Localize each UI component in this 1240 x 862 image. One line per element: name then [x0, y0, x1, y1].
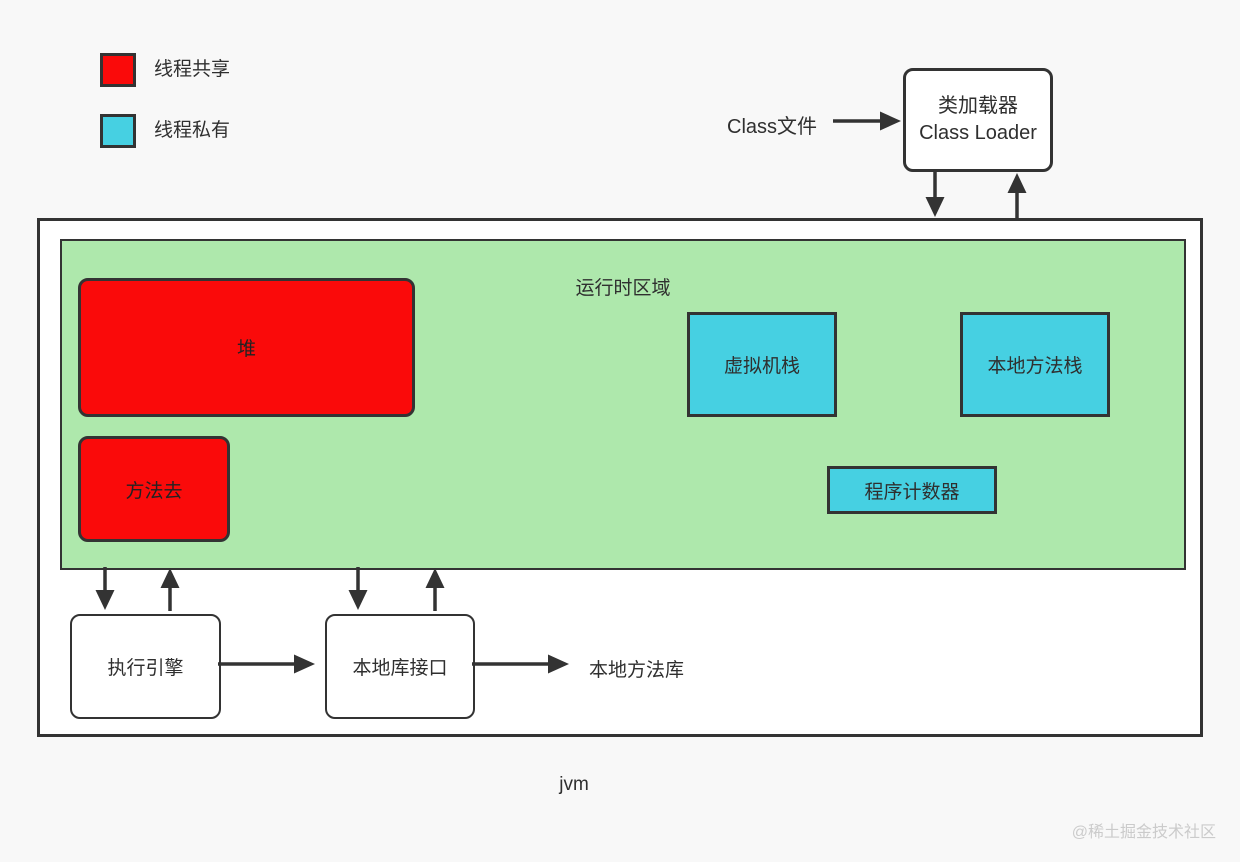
heap-box: 堆: [78, 278, 415, 417]
jvm-outer-box: 运行时区域 堆 方法去 虚拟机栈 本地方法栈 程序计数器 执行引擎 本地库接口: [37, 218, 1203, 737]
jvm-caption: jvm: [559, 774, 589, 795]
execution-engine-box: 执行引擎: [70, 614, 221, 719]
program-counter-box: 程序计数器: [827, 466, 997, 514]
native-library-interface-box: 本地库接口: [325, 614, 475, 719]
program-counter-label: 程序计数器: [864, 481, 960, 503]
class-file-label: Class文件: [727, 116, 818, 138]
legend-swatch-thread-shared: [100, 53, 136, 87]
class-loader-title-en: Class Loader: [919, 122, 1037, 144]
native-library-interface-label: 本地库接口: [352, 658, 448, 679]
runtime-area-title: 运行时区域: [575, 278, 671, 299]
execution-engine-label: 执行引擎: [107, 658, 184, 679]
vm-stack-box: 虚拟机栈: [687, 312, 837, 417]
watermark: @稀土掘金技术社区: [1071, 824, 1216, 841]
class-loader-box: 类加载器 Class Loader: [903, 68, 1053, 172]
method-area-box: 方法去: [78, 436, 230, 542]
heap-label: 堆: [236, 339, 256, 360]
arrow-classfile-to-loader: [833, 111, 901, 131]
class-loader-title-cn: 类加载器: [938, 95, 1018, 117]
native-method-stack-label: 本地方法栈: [987, 356, 1083, 377]
arrow-loader-to-jvm-down: [925, 172, 945, 217]
native-method-library-label: 本地方法库: [589, 660, 685, 681]
native-method-stack-box: 本地方法栈: [960, 312, 1110, 417]
method-area-label: 方法去: [125, 480, 183, 502]
legend-label-thread-private: 线程私有: [154, 120, 231, 141]
legend-swatch-thread-private: [100, 114, 136, 148]
arrow-jvm-to-loader-up: [1007, 173, 1027, 218]
legend-label-thread-shared: 线程共享: [154, 59, 231, 80]
runtime-data-area: 运行时区域 堆 方法去 虚拟机栈 本地方法栈 程序计数器: [60, 239, 1186, 570]
vm-stack-label: 虚拟机栈: [723, 356, 800, 377]
